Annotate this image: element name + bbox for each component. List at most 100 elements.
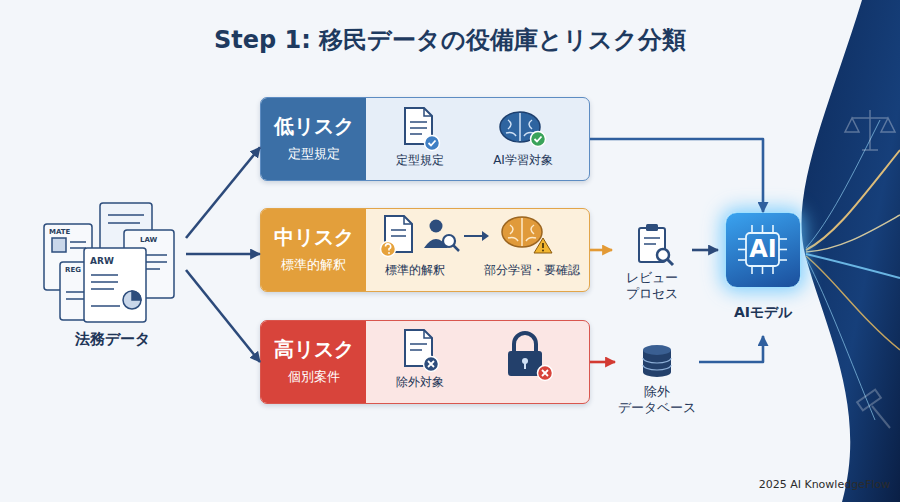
flow-connector	[186, 147, 260, 238]
document-stack	[91, 305, 120, 307]
document-stack	[131, 268, 160, 270]
document-icon	[405, 108, 432, 144]
reviewer-icon	[453, 245, 459, 251]
band-header	[261, 321, 366, 403]
brain-icon	[542, 250, 544, 252]
flow-arrow	[464, 231, 489, 241]
scale-symbol	[845, 118, 859, 132]
reviewer-icon	[424, 239, 448, 248]
document-stack	[84, 248, 146, 322]
reviewer-icon	[424, 220, 459, 252]
brain-icon	[502, 217, 542, 247]
swoosh-decoration	[806, 254, 900, 278]
data-source-node: 法務データ	[38, 198, 186, 358]
document-icon	[381, 242, 396, 257]
document-stack	[91, 274, 118, 276]
database-node: 除外 データベース	[615, 340, 699, 428]
document-icon	[424, 357, 439, 372]
database-icon	[643, 358, 671, 370]
risk-band: 中リスク標準的解釈	[260, 208, 590, 292]
gavel-symbol	[872, 406, 890, 428]
document-tag: ARW	[90, 256, 114, 267]
document-stack	[123, 291, 141, 309]
document-tag: LAW	[140, 236, 157, 244]
flow-arrow	[482, 231, 489, 241]
document-icon	[405, 108, 440, 151]
scale-symbol	[881, 118, 895, 132]
document-stack	[44, 224, 92, 290]
document-stack	[91, 281, 118, 283]
brain-icon	[500, 112, 546, 147]
document-icon	[410, 133, 422, 135]
document-icon	[424, 108, 432, 116]
band-header	[261, 98, 366, 180]
risk-level: 高リスク	[261, 337, 366, 362]
lock-icon	[542, 370, 548, 376]
document-stack	[66, 291, 98, 293]
lock-icon	[522, 358, 528, 364]
document-icon	[428, 361, 434, 367]
swoosh-decoration	[806, 215, 900, 252]
document-icon	[405, 330, 439, 372]
document-icon	[429, 141, 436, 146]
document-stack	[66, 298, 98, 300]
chip-outline	[738, 238, 746, 240]
clipboard-icon	[667, 259, 673, 265]
risk-subtitle: 標準的解釈	[261, 257, 366, 273]
chip-outline	[751, 266, 753, 274]
document-icon	[391, 229, 406, 231]
process-node: レビュー プロセス	[612, 222, 692, 307]
document-stack	[60, 262, 106, 320]
chip-label: AI	[725, 234, 801, 264]
swoosh-decoration	[806, 258, 875, 420]
document-icon	[410, 127, 427, 129]
brain-icon	[542, 243, 544, 248]
flow-connector	[692, 249, 718, 252]
chip-outline	[762, 225, 764, 233]
swoosh-decoration	[806, 120, 880, 248]
document-tag: MATE	[49, 228, 70, 236]
document-icon	[410, 343, 427, 345]
document-icon	[410, 349, 422, 351]
diagram-title: Step 1: 移民データの役備庫とリスク分類	[0, 24, 900, 56]
chip-outline	[751, 225, 753, 233]
clipboard-icon	[657, 249, 669, 261]
document-icon	[425, 136, 440, 151]
lock-icon	[538, 366, 553, 381]
clipboard-icon	[644, 243, 656, 245]
document-icon	[385, 244, 390, 251]
risk-subtitle: 定型規定	[261, 146, 366, 162]
document-icon	[404, 216, 412, 224]
clipboard-icon	[639, 224, 673, 265]
lock-icon	[508, 351, 542, 376]
swoosh-decoration	[806, 256, 900, 350]
clipboard-icon	[639, 228, 665, 262]
risk-band: 低リスク定型規定	[260, 97, 590, 181]
brain-icon	[534, 238, 552, 253]
risk-level: 中リスク	[261, 225, 366, 250]
flow-connector	[590, 361, 615, 364]
flow-connector	[186, 270, 260, 362]
gavel-symbol	[857, 390, 881, 411]
document-stack	[70, 247, 86, 249]
chip-outline	[762, 266, 764, 274]
brain-icon	[508, 218, 536, 246]
risk-level: 低リスク	[261, 114, 366, 139]
gavel-symbol	[857, 390, 890, 428]
swoosh-decoration	[806, 150, 900, 250]
document-stack	[70, 241, 86, 243]
document-stack	[108, 214, 144, 216]
database-icon	[643, 350, 671, 377]
flow-connector	[186, 253, 260, 256]
scale-symbol	[862, 149, 878, 151]
chip-outline	[738, 249, 746, 251]
swoosh-decoration	[802, 0, 900, 502]
document-stack	[100, 203, 152, 271]
ai-model-node: AIAIモデル	[718, 212, 808, 336]
brain-icon	[506, 113, 534, 141]
flow-connector	[590, 139, 763, 212]
document-stack	[91, 288, 114, 290]
node-label: 法務データ	[38, 330, 186, 349]
reviewer-icon	[443, 235, 455, 247]
